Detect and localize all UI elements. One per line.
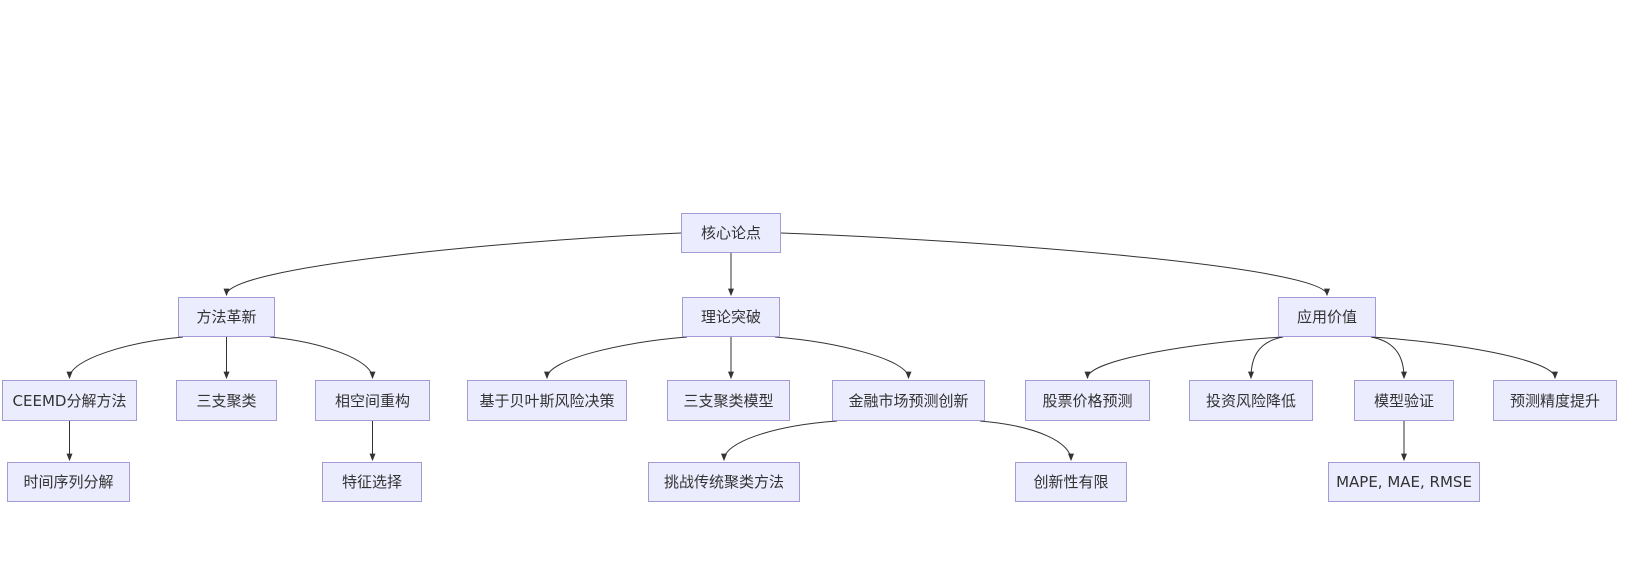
- flowchart-node-finnov: 金融市场预测创新: [832, 380, 985, 421]
- node-label: 时间序列分解: [23, 473, 114, 491]
- flowchart-edge-finnov-challenge: [721, 420, 838, 462]
- flowchart-node-metrics: MAPE, MAE, RMSE: [1328, 462, 1480, 502]
- flowchart-node-threeway: 三支聚类: [176, 380, 277, 421]
- flowchart-edge-application-validation: [1370, 336, 1407, 380]
- flowchart-edge-theory-finnov: [774, 336, 912, 380]
- flowchart-edge-application-risk: [1248, 336, 1284, 380]
- flowchart-node-twmodel: 三支聚类模型: [667, 380, 790, 421]
- flowchart-edge-root-method: [223, 232, 682, 297]
- node-label: 方法革新: [196, 308, 257, 326]
- flowchart-node-bayes: 基于贝叶斯风险决策: [467, 380, 627, 421]
- node-label: MAPE, MAE, RMSE: [1336, 473, 1472, 491]
- node-label: 三支聚类模型: [683, 391, 774, 410]
- flowchart-edge-root-application: [780, 232, 1330, 297]
- node-label: 应用价值: [1296, 308, 1357, 326]
- node-label: 基于贝叶斯风险决策: [479, 391, 615, 410]
- node-label: 模型验证: [1373, 391, 1434, 410]
- flowchart-node-challenge: 挑战传统聚类方法: [648, 462, 800, 502]
- flowchart-node-featsel: 特征选择: [322, 462, 422, 502]
- node-label: 挑战传统聚类方法: [663, 473, 784, 491]
- flowchart-node-root: 核心论点: [681, 213, 781, 253]
- node-label: 相空间重构: [334, 391, 410, 410]
- flowchart-node-ceemd: CEEMD分解方法: [2, 380, 137, 421]
- flowchart-edge-theory-bayes: [544, 336, 688, 380]
- flowchart-edge-method-ceemd: [66, 336, 184, 380]
- flowchart-node-tsdecomp: 时间序列分解: [7, 462, 130, 502]
- node-label: 特征选择: [341, 473, 402, 491]
- node-label: 创新性有限: [1033, 473, 1109, 491]
- flowchart-node-application: 应用价值: [1278, 297, 1376, 337]
- flowchart-node-precision: 预测精度提升: [1493, 380, 1617, 421]
- node-label: 金融市场预测创新: [848, 391, 969, 410]
- node-label: 三支聚类: [196, 391, 257, 410]
- node-label: 投资风险降低: [1205, 391, 1296, 410]
- flowchart-node-limited: 创新性有限: [1015, 462, 1127, 502]
- flowchart-node-phase: 相空间重构: [315, 380, 430, 421]
- edge-group: [66, 232, 1558, 462]
- flowchart-edge-application-stock: [1084, 336, 1284, 380]
- flowchart-edge-finnov-limited: [979, 420, 1074, 462]
- flowchart-node-stock: 股票价格预测: [1025, 380, 1150, 421]
- node-label: 预测精度提升: [1509, 391, 1600, 410]
- flowchart-node-risk: 投资风险降低: [1189, 380, 1313, 421]
- node-label: 核心论点: [700, 224, 761, 242]
- flowchart-node-validation: 模型验证: [1354, 380, 1454, 421]
- node-label: CEEMD分解方法: [12, 391, 127, 410]
- flowchart-edge-application-precision: [1370, 336, 1558, 380]
- flowchart-edge-method-phase: [269, 336, 376, 380]
- node-label: 理论突破: [700, 308, 761, 326]
- flowchart-node-method: 方法革新: [178, 297, 275, 337]
- flowchart-node-theory: 理论突破: [682, 297, 780, 337]
- node-label: 股票价格预测: [1042, 391, 1133, 410]
